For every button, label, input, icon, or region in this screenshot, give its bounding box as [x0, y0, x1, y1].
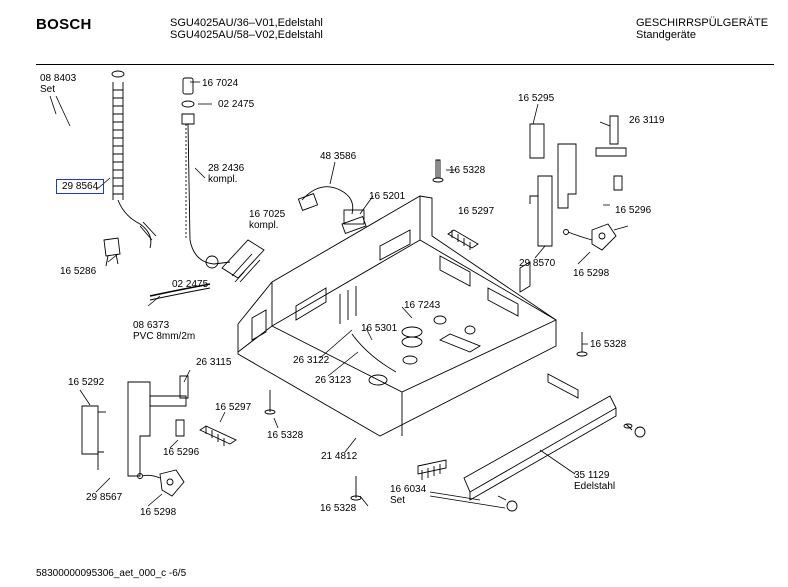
part-label-highlighted: 29 8564	[56, 179, 105, 194]
header-rule	[36, 64, 774, 65]
category-info: GESCHIRRSPÜLGERÄTE Standgeräte	[636, 17, 768, 41]
part-label: 26 3115	[196, 357, 232, 368]
part-label: 29 8567	[86, 492, 123, 503]
part-label: 16 5328	[267, 430, 304, 441]
part-label: 16 5286	[60, 266, 97, 277]
part-label: 16 5295	[518, 93, 555, 104]
part-label: 16 5301	[361, 323, 398, 334]
part-label: 16 5328	[449, 165, 486, 176]
model-line-1: SGU4025AU/36–V01,Edelstahl	[170, 17, 323, 29]
part-label: 16 7024	[202, 78, 239, 89]
part-label: 02 2475	[172, 279, 209, 290]
model-info: SGU4025AU/36–V01,Edelstahl SGU4025AU/58–…	[170, 17, 323, 41]
part-label: 26 3119	[629, 115, 665, 126]
model-line-2: SGU4025AU/58–V02,Edelstahl	[170, 29, 323, 41]
part-label: 02 2475	[218, 99, 255, 110]
part-label: 16 5298	[573, 268, 610, 279]
part-label: 21 4812	[321, 451, 358, 462]
part-label: 48 3586	[320, 151, 357, 162]
category-line-2: Standgeräte	[636, 29, 696, 41]
part-label: 16 5201	[369, 191, 406, 202]
part-label: 16 5298	[140, 507, 177, 518]
part-label: 16 5297	[458, 206, 495, 217]
part-label: 26 3123	[315, 375, 352, 386]
part-label: 16 5328	[590, 339, 627, 350]
category-line-1: GESCHIRRSPÜLGERÄTE	[636, 17, 769, 29]
part-label: 29 8570	[519, 258, 556, 269]
part-label: 16 5296	[163, 447, 200, 458]
part-label: 16 5292	[68, 377, 105, 388]
part-label: 16 7243	[404, 300, 441, 311]
part-label: 26 3122	[293, 355, 330, 366]
drawing-number: 58300000095306_aet_000_c -6/5	[36, 568, 187, 579]
part-label: 16 5328	[320, 503, 357, 514]
part-label: 16 5296	[615, 205, 652, 216]
part-label: 16 5297	[215, 402, 252, 413]
brand-logo: BOSCH	[36, 16, 92, 33]
